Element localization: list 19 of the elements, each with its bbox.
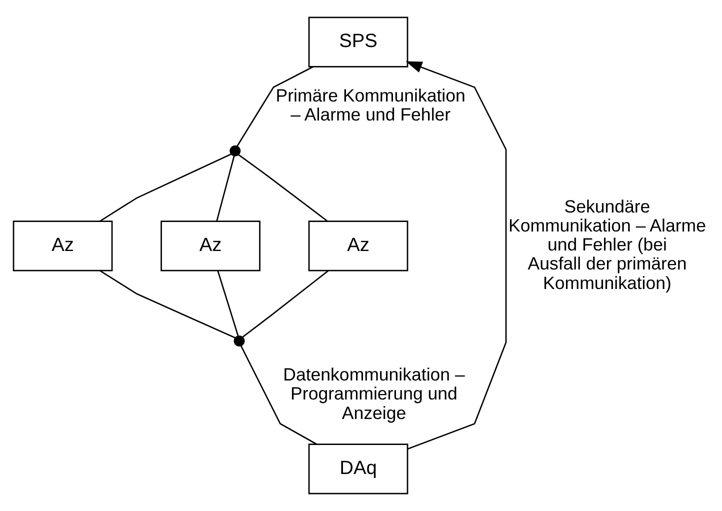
arrow <box>406 61 507 450</box>
connector <box>216 156 235 222</box>
connector <box>242 270 329 338</box>
node-box: Az <box>308 220 408 272</box>
connector <box>240 346 317 445</box>
connector <box>100 270 236 339</box>
node-box: DAq <box>308 444 408 494</box>
connector <box>236 66 314 146</box>
node-circle <box>230 145 241 156</box>
node-box: SPS <box>308 16 408 68</box>
connector <box>238 154 328 222</box>
edge-label: Datenkommunikation – Programmierung und Anzeige <box>283 364 465 423</box>
node-circle <box>234 336 245 346</box>
node-box: Az <box>160 220 260 272</box>
edge-label: Primäre Kommunikation – Alarme und Fehler <box>276 85 466 125</box>
connector <box>100 153 232 222</box>
connector <box>217 270 239 336</box>
node-box: Az <box>12 220 113 272</box>
edge-label: Sekundäre Kommunikation – Alarme und Fehler (bei Ausfall der primären Kommunikation) <box>508 196 706 293</box>
